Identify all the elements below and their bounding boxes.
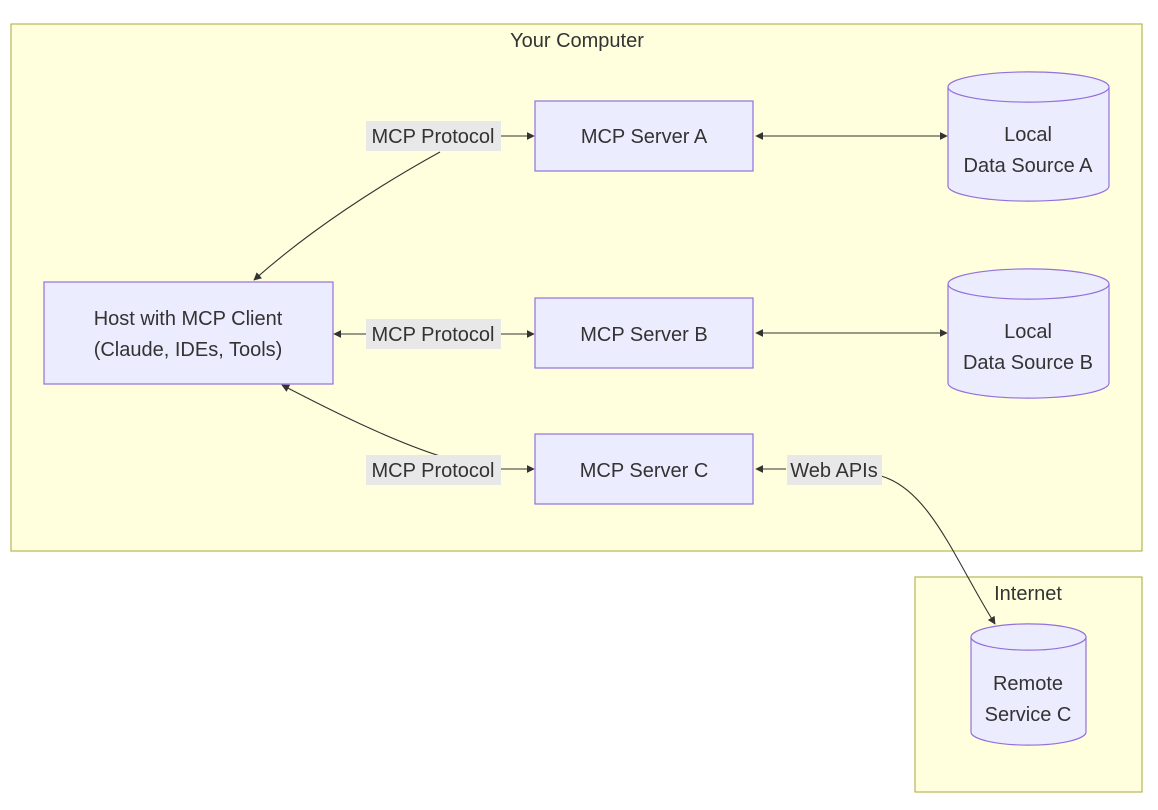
edge-label-host-a-text: MCP Protocol bbox=[371, 126, 494, 148]
node-host-line1: Host with MCP Client bbox=[94, 308, 283, 330]
database-local-data-source-a: Local Data Source A bbox=[947, 71, 1110, 202]
database-local-data-source-b: Local Data Source B bbox=[947, 268, 1110, 399]
node-host-mcp-client: Host with MCP Client (Claude, IDEs, Tool… bbox=[43, 281, 334, 385]
edge-web-apis-remote-c bbox=[880, 475, 996, 625]
node-mcp-server-c-label: MCP Server C bbox=[580, 460, 709, 482]
node-mcp-server-b-label: MCP Server B bbox=[580, 324, 707, 346]
edge-label-host-b-text: MCP Protocol bbox=[371, 324, 494, 346]
edge-host-server-a bbox=[253, 151, 441, 281]
cluster-your-computer-title: Your Computer bbox=[510, 30, 644, 52]
database-b-line2: Data Source B bbox=[963, 352, 1093, 374]
node-mcp-server-c: MCP Server C bbox=[534, 433, 754, 505]
edge-host-server-c bbox=[281, 384, 441, 457]
edge-label-host-b: MCP Protocol bbox=[366, 319, 501, 349]
edge-label-host-a: MCP Protocol bbox=[366, 121, 501, 151]
node-mcp-server-a-label: MCP Server A bbox=[581, 126, 708, 148]
database-remote-line2: Service C bbox=[985, 704, 1072, 726]
node-host-line2: (Claude, IDEs, Tools) bbox=[94, 339, 283, 361]
database-b-line1: Local bbox=[1004, 321, 1052, 343]
edge-label-host-c: MCP Protocol bbox=[366, 455, 501, 485]
cluster-internet: Internet bbox=[914, 576, 1143, 793]
database-a-line1: Local bbox=[1004, 124, 1052, 146]
edge-label-host-c-text: MCP Protocol bbox=[371, 460, 494, 482]
edge-label-web-apis-text: Web APIs bbox=[790, 460, 877, 482]
database-a-line2: Data Source A bbox=[964, 155, 1094, 177]
edge-label-web-apis: Web APIs bbox=[787, 455, 882, 485]
edges bbox=[253, 132, 996, 625]
database-remote-service-c: Remote Service C bbox=[970, 623, 1087, 746]
node-mcp-server-b: MCP Server B bbox=[534, 297, 754, 369]
database-remote-line1: Remote bbox=[993, 673, 1063, 695]
node-mcp-server-a: MCP Server A bbox=[534, 100, 754, 172]
cluster-internet-title: Internet bbox=[994, 583, 1062, 605]
